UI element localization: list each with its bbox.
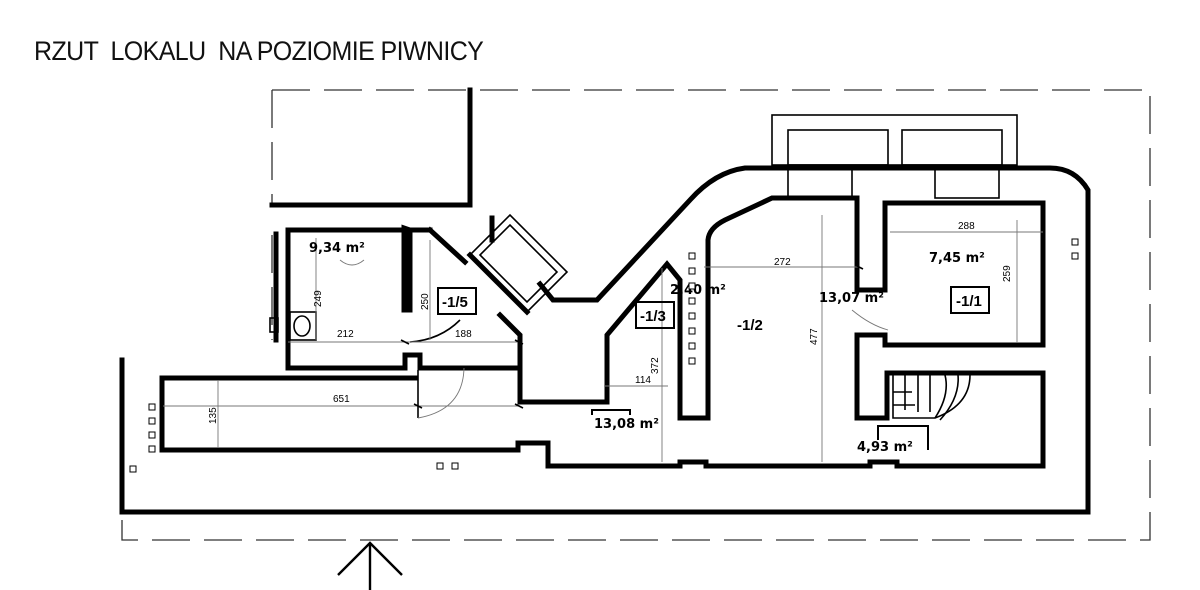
drawing-title: RZUT LOKALU NA POZIOMIE PIWNICY xyxy=(34,36,484,67)
dimension-lines xyxy=(163,215,1043,462)
dim-114: 114 xyxy=(635,375,651,386)
area-1-2: 13,07 m² xyxy=(819,291,884,306)
dim-372: 372 xyxy=(650,357,661,374)
room-tag-partial-box xyxy=(591,409,631,415)
staircase xyxy=(892,374,971,421)
room-tag-1-1: -1/1 xyxy=(950,286,990,314)
area-1-5: 9,34 m² xyxy=(309,241,365,256)
neighbour-wall xyxy=(269,87,473,208)
dim-259: 259 xyxy=(1002,265,1013,282)
window-well xyxy=(466,213,569,316)
dim-212: 212 xyxy=(337,329,354,340)
room-tag-1-3: -1/3 xyxy=(635,301,675,329)
area-1-3: 2,40 m² xyxy=(670,283,726,298)
door-swings xyxy=(339,259,889,419)
room-tag-1-4-box xyxy=(877,425,929,450)
room-id-1-1: -1/1 xyxy=(956,293,982,310)
light-well xyxy=(771,114,1018,199)
dim-288: 288 xyxy=(958,221,975,232)
room-id-1-5: -1/5 xyxy=(442,294,468,311)
room-tag-1-2: -1/2 xyxy=(737,317,763,334)
vent-markers xyxy=(129,238,1079,473)
area-1-4: 4,93 m² xyxy=(857,440,913,455)
walls xyxy=(119,165,1091,515)
room-tag-1-5: -1/5 xyxy=(437,287,477,315)
dim-250: 250 xyxy=(420,293,431,310)
dim-272: 272 xyxy=(774,257,791,268)
plot-boundary xyxy=(121,89,1151,541)
dim-651: 651 xyxy=(333,394,350,405)
dim-249: 249 xyxy=(313,290,324,307)
dim-135: 135 xyxy=(208,407,219,424)
area-1-1: 7,45 m² xyxy=(929,251,985,266)
room-id-1-2: -1/2 xyxy=(737,317,763,334)
area-corridor: 13,08 m² xyxy=(594,417,659,432)
dim-477: 477 xyxy=(809,328,820,345)
entrance-arrow-icon xyxy=(337,541,403,590)
room-id-1-3: -1/3 xyxy=(640,308,666,325)
dim-188: 188 xyxy=(455,329,472,340)
